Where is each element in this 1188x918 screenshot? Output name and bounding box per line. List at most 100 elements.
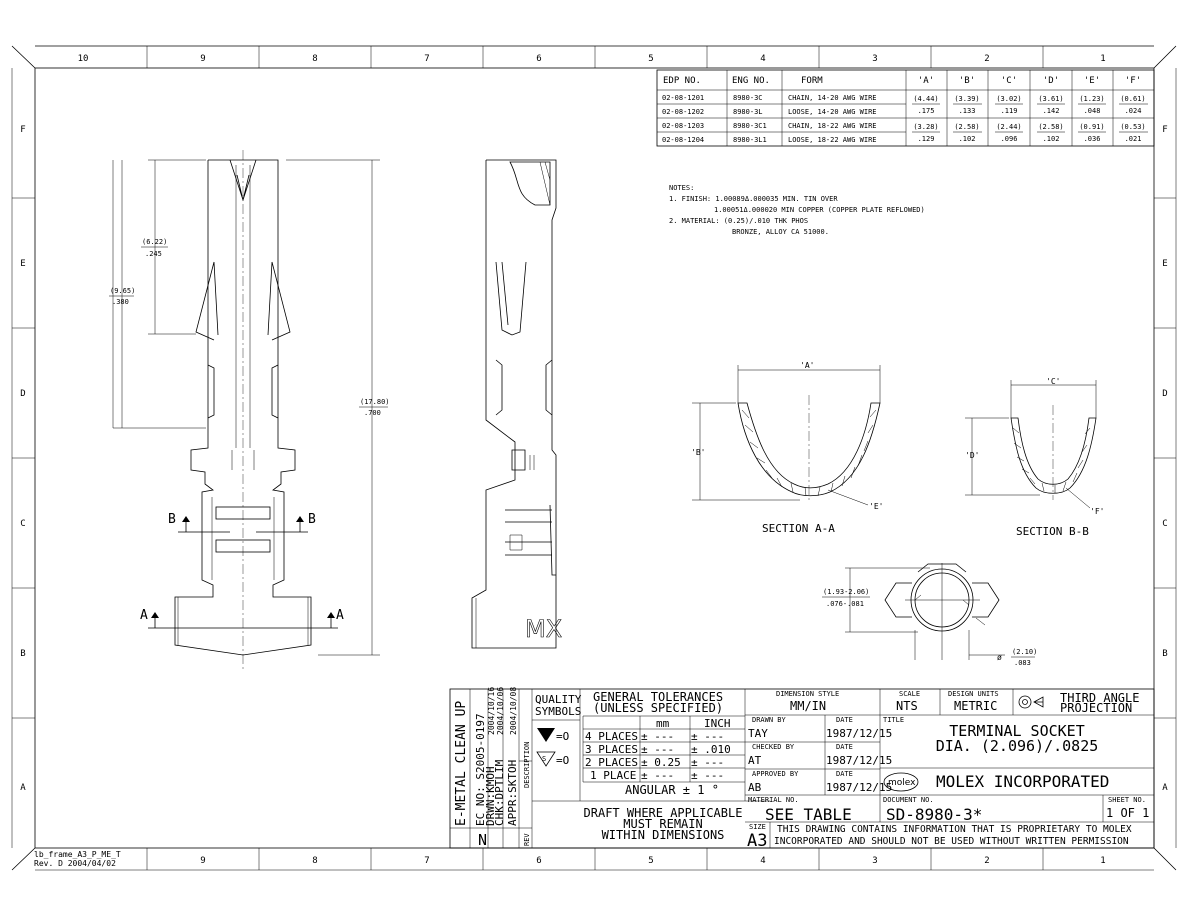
projection-text: PROJECTION <box>1060 701 1132 715</box>
approved-value: AB <box>748 781 762 794</box>
table-header: 'F' <box>1125 76 1141 86</box>
note-line: BRONZE, ALLOY CA 51000. <box>732 228 829 236</box>
tol-title: GENERAL TOLERANCES <box>593 690 723 704</box>
rev-desc-label: DESCRIPTION <box>523 742 531 788</box>
section-title: SECTION A-A <box>762 522 835 535</box>
tol-row-label: 1 PLACE <box>590 769 636 782</box>
projection-text: THIRD ANGLE <box>1060 691 1139 705</box>
dim-cell: (0.61) <box>1120 95 1145 103</box>
date-label: DATE <box>836 743 853 751</box>
company-name: MOLEX INCORPORATED <box>936 772 1109 791</box>
col-label: 7 <box>424 856 429 866</box>
dim-text: (17.80) <box>360 398 390 406</box>
rev-desc: E-METAL CLEAN UP <box>454 701 469 826</box>
tol-row-inch: ± --- <box>691 769 724 782</box>
dim-cell: .036 <box>1084 135 1101 143</box>
dia-symbol: ø <box>997 653 1002 662</box>
tol-row-mm: ± 0.25 <box>641 756 681 769</box>
triangle-icon <box>537 728 555 742</box>
row-label: C <box>20 519 25 529</box>
dim-cell: .119 <box>1001 107 1018 115</box>
date-value: 1987/12/15 <box>826 727 892 740</box>
title-block: E-METAL CLEAN UP EC NO: S2005-0197 DRWN:… <box>449 687 1155 851</box>
date-label: DATE <box>836 716 853 724</box>
rev-ec: EC NO: S2005-0197 <box>474 713 487 826</box>
tol-angular: ANGULAR ± 1 ° <box>625 783 719 797</box>
notes: NOTES: 1. FINISH: 1.00089Δ.000035 MIN. T… <box>669 184 925 236</box>
col-label: 6 <box>536 856 541 866</box>
row-label: D <box>20 389 25 399</box>
table-header: EDP NO. <box>663 76 701 86</box>
table-header: FORM <box>801 76 823 86</box>
tol-title: (UNLESS SPECIFIED) <box>593 701 723 715</box>
col-label: 9 <box>200 856 205 866</box>
scale-value: NTS <box>896 699 918 713</box>
dim-label-c: 'C' <box>1046 377 1060 386</box>
col-label: 8 <box>312 54 317 64</box>
draft-note: MUST REMAIN <box>623 817 702 831</box>
dim-label-d: 'D' <box>965 451 979 460</box>
tol-inch: INCH <box>704 717 731 730</box>
dim-cell: (2.44) <box>996 123 1021 131</box>
col-label: 1 <box>1100 856 1105 866</box>
dim-cell: .102 <box>959 135 976 143</box>
dim-label-b: 'B' <box>691 448 705 457</box>
dim-text: (9.65) <box>110 287 135 295</box>
table-header: 'A' <box>918 76 934 86</box>
dim-cell: .102 <box>1043 135 1060 143</box>
checked-value: AT <box>748 754 762 767</box>
dim-text: (6.22) <box>142 238 167 246</box>
projection-icon <box>1018 695 1044 709</box>
dim-cell: .021 <box>1125 135 1142 143</box>
table-header: ENG NO. <box>732 76 770 86</box>
rev-appr: APPR:SKTOH <box>506 760 519 826</box>
tol-mm: mm <box>656 717 670 730</box>
row-label: B <box>20 649 25 659</box>
notes-title: NOTES: <box>669 184 694 192</box>
note-line: 1.00051Δ.000020 MIN COPPER (COPPER PLATE… <box>714 206 925 214</box>
dim-text: .245 <box>145 250 162 258</box>
sheet-value: 1 OF 1 <box>1106 806 1149 820</box>
document-label: DOCUMENT NO. <box>883 796 934 804</box>
rev-label: REV <box>523 833 531 846</box>
drawn-value: TAY <box>748 727 768 740</box>
date-label: DATE <box>836 770 853 778</box>
col-label: 2 <box>984 856 989 866</box>
dim-cell: (3.28) <box>913 123 938 131</box>
date-value: 1987/12/15 <box>826 754 892 767</box>
row-label: F <box>1162 125 1167 135</box>
tol-row-mm: ± --- <box>641 730 674 743</box>
row-label: B <box>1162 649 1167 659</box>
front-view: B B A A (6.22) .245 (9.65) .380 (17.80) … <box>109 150 390 670</box>
dim-text: .700 <box>364 409 381 417</box>
section-a-a: 'A' 'B' 'E' SECTION A-A <box>691 361 883 535</box>
material-label: MATERIAL NO. <box>748 796 799 804</box>
table-header: 'E' <box>1084 76 1100 86</box>
col-label: 2 <box>984 54 989 64</box>
dim-cell: .096 <box>1001 135 1018 143</box>
note-line: 1. FINISH: 1.00089Δ.000035 MIN. TIN OVER <box>669 195 838 203</box>
dim-cell: (3.39) <box>954 95 979 103</box>
size-label: SIZE <box>749 823 766 831</box>
drawing-title: TERMINAL SOCKET <box>949 722 1084 740</box>
section-title: SECTION B-B <box>1016 525 1089 538</box>
units-label: DESIGN UNITS <box>948 690 999 698</box>
units-value: METRIC <box>954 699 997 713</box>
part-table: EDP NO. ENG NO. FORM 'A' 'B' 'C' 'D' 'E'… <box>656 69 1155 147</box>
table-cell-edp: 02-08-1203 <box>662 122 704 130</box>
quality-title: SYMBOLS <box>535 705 581 718</box>
rev-date: 2004/10/08 <box>509 687 518 735</box>
table-cell-eng: 8980-3C1 <box>733 122 767 130</box>
dim-text: .083 <box>1014 659 1031 667</box>
section-label-b: B <box>168 512 176 527</box>
dim-label-e: 'E' <box>869 502 883 511</box>
rev-date: 2004/10/16 <box>487 687 496 735</box>
col-label: 3 <box>872 54 877 64</box>
dim-label-f: 'F' <box>1090 507 1104 516</box>
section-label-a: A <box>140 608 148 623</box>
tol-row-label: 4 PLACES <box>585 730 638 743</box>
col-label: 8 <box>312 856 317 866</box>
dim-cell: (1.23) <box>1079 95 1104 103</box>
quality-title: QUALITY <box>535 693 582 706</box>
